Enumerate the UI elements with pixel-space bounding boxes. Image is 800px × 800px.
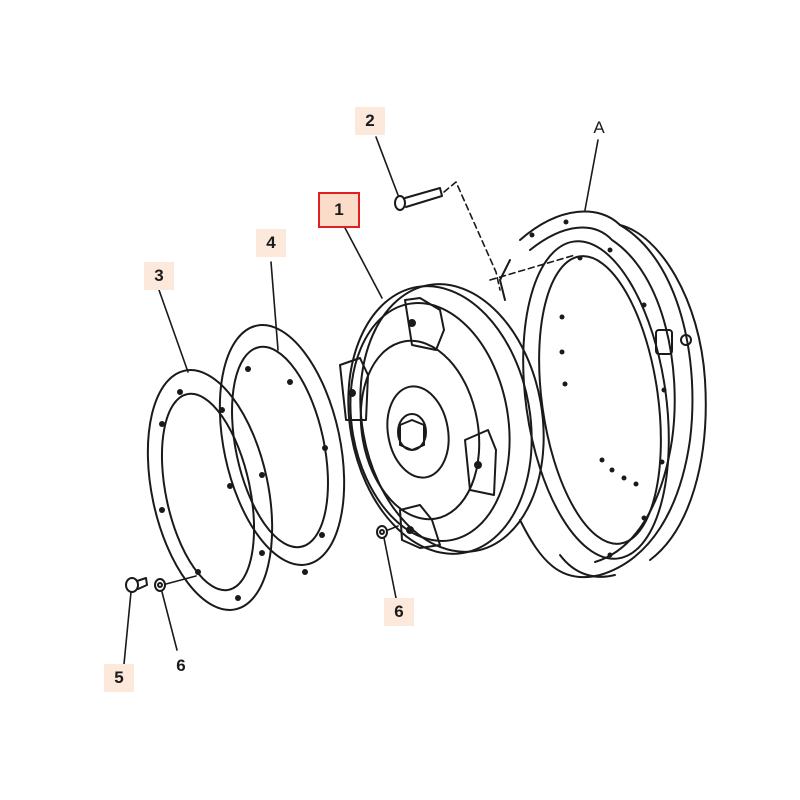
callout-A[interactable]: A — [593, 118, 605, 137]
bolt-5[interactable] — [125, 577, 148, 593]
flex-plate-spacer[interactable] — [200, 314, 364, 577]
callout-4[interactable]: 4 — [256, 229, 286, 257]
flex-plate[interactable] — [128, 359, 292, 622]
callout-5[interactable]: 5 — [104, 664, 134, 692]
washer-6-right[interactable] — [376, 525, 388, 539]
bolt-2[interactable] — [394, 187, 443, 211]
torque-converter[interactable] — [328, 269, 564, 568]
callout-2[interactable]: 2 — [355, 107, 385, 135]
callout-6-left[interactable]: 6 — [176, 656, 186, 675]
washer-6-left[interactable] — [154, 578, 166, 592]
converter-housing[interactable] — [499, 210, 707, 579]
callout-6-right[interactable]: 6 — [384, 598, 414, 626]
callout-3[interactable]: 3 — [144, 262, 174, 290]
callout-1-selected[interactable]: 1 — [318, 192, 360, 228]
